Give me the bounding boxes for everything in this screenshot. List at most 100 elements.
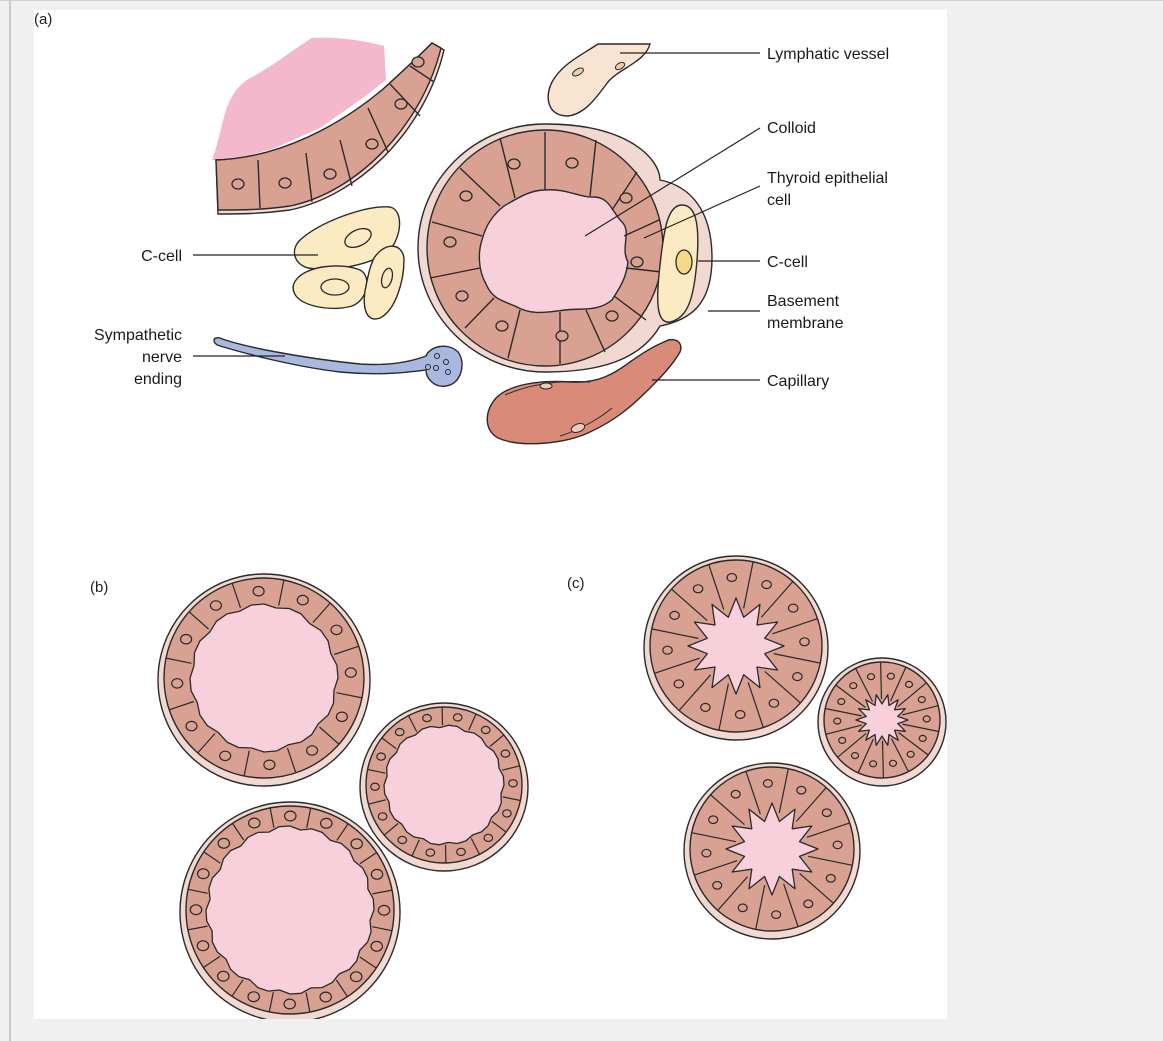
cell-nucleus xyxy=(351,839,362,849)
cell-nucleus xyxy=(918,697,925,703)
cell-nucleus xyxy=(674,680,683,688)
panel-b-follicles xyxy=(158,574,528,1019)
label-capillary: Capillary xyxy=(767,373,829,390)
follicle-b-1 xyxy=(158,574,370,786)
cell-nucleus xyxy=(701,703,710,711)
label-thyroid-epithelial-cell-line1: Thyroid epithelial xyxy=(767,170,888,187)
label-c-cell-right: C-cell xyxy=(767,254,808,271)
main-follicle xyxy=(418,124,712,372)
cell-nucleus xyxy=(713,882,722,890)
cell-nucleus xyxy=(826,875,835,883)
cell-nucleus xyxy=(822,809,831,817)
cell-nucleus xyxy=(297,595,308,604)
cell-nucleus xyxy=(793,673,802,681)
cell-nucleus xyxy=(371,869,382,879)
cell-nucleus xyxy=(833,841,842,849)
cell-nucleus xyxy=(702,849,711,857)
panel-label-c: (c) xyxy=(567,575,585,592)
follicle-b-3 xyxy=(180,802,400,1019)
c-cell-nucleus xyxy=(676,250,692,274)
cell-nucleus xyxy=(731,790,740,798)
cell-nucleus xyxy=(336,712,347,721)
cell-nucleus xyxy=(453,714,462,721)
partial-follicle xyxy=(212,38,444,214)
cell-nucleus xyxy=(868,674,875,680)
cell-nucleus xyxy=(249,818,260,828)
cell-nucleus xyxy=(509,780,518,787)
cell-nucleus xyxy=(307,746,318,755)
figure-panel: (a) (b) (c) xyxy=(34,10,947,1019)
label-colloid: Colloid xyxy=(767,120,816,137)
cell-nucleus xyxy=(762,581,771,589)
cell-nucleus xyxy=(248,992,259,1002)
c-cell-cluster xyxy=(293,207,404,319)
follicle-colloid xyxy=(206,826,374,994)
cell-nucleus xyxy=(906,681,913,687)
cell-nucleus xyxy=(197,941,208,951)
top-border xyxy=(0,0,1163,1)
cell-nucleus xyxy=(285,811,296,821)
cell-nucleus xyxy=(727,574,736,582)
cell-nucleus xyxy=(426,849,435,856)
label-sympathetic-line3: ending xyxy=(134,371,182,388)
cell-nucleus xyxy=(172,679,183,688)
panel-label-b: (b) xyxy=(90,579,108,596)
label-sympathetic-line1: Sympathetic xyxy=(94,327,182,344)
follicle-c-3 xyxy=(684,763,860,939)
label-lymphatic-vessel: Lymphatic vessel xyxy=(767,46,889,63)
cell-nucleus xyxy=(198,869,209,879)
cell-nucleus xyxy=(398,836,407,843)
cell-nucleus xyxy=(190,905,201,915)
cell-nucleus xyxy=(220,751,231,760)
cell-nucleus xyxy=(709,816,718,824)
cell-nucleus xyxy=(800,638,809,646)
cell-nucleus xyxy=(395,729,404,736)
label-basement-membrane-line2: membrane xyxy=(767,315,844,332)
cell-nucleus xyxy=(378,813,387,820)
cell-nucleus xyxy=(371,783,380,790)
label-thyroid-epithelial-cell-line2: cell xyxy=(767,192,791,209)
cell-nucleus xyxy=(919,735,926,741)
cell-nucleus xyxy=(377,753,386,760)
cell-nucleus xyxy=(218,971,229,981)
cell-nucleus xyxy=(923,716,930,722)
cell-nucleus xyxy=(838,699,845,705)
thyroid-follicle-diagram: (a) (b) (c) xyxy=(34,10,947,1019)
panel-c-follicles xyxy=(644,556,946,939)
cell-nucleus xyxy=(320,992,331,1002)
cell-nucleus xyxy=(887,673,894,679)
cell-nucleus xyxy=(852,753,859,759)
cell-nucleus xyxy=(501,750,510,757)
follicle-c-1 xyxy=(644,556,828,740)
cell-nucleus xyxy=(663,646,672,654)
cell-nucleus xyxy=(264,760,275,769)
cell-nucleus xyxy=(331,625,342,634)
cell-nucleus xyxy=(839,737,846,743)
cell-nucleus xyxy=(345,668,356,677)
lymphatic-vessel xyxy=(548,44,650,116)
cell-nucleus xyxy=(371,941,382,951)
cell-nucleus xyxy=(503,810,512,817)
cell-nucleus xyxy=(210,601,221,610)
label-c-cell-left: C-cell xyxy=(141,248,182,265)
cell-nucleus xyxy=(378,905,389,915)
cell-nucleus xyxy=(481,726,490,733)
cell-nucleus xyxy=(870,761,877,767)
cell-nucleus xyxy=(181,635,192,644)
cell-nucleus xyxy=(457,848,466,855)
cell-nucleus xyxy=(789,604,798,612)
left-border xyxy=(9,0,11,1041)
cell-nucleus xyxy=(351,972,362,982)
cell-nucleus xyxy=(321,818,332,828)
cell-nucleus xyxy=(797,786,806,794)
panel-label-a: (a) xyxy=(34,11,52,28)
cell-nucleus xyxy=(253,587,264,596)
cell-nucleus xyxy=(763,780,772,788)
label-basement-membrane-line1: Basement xyxy=(767,293,840,310)
cell-nucleus xyxy=(218,838,229,848)
cell-nucleus xyxy=(484,834,493,841)
cell-nucleus xyxy=(736,711,745,719)
colloid xyxy=(479,190,628,313)
cell-nucleus xyxy=(423,715,432,722)
cell-nucleus xyxy=(693,585,702,593)
